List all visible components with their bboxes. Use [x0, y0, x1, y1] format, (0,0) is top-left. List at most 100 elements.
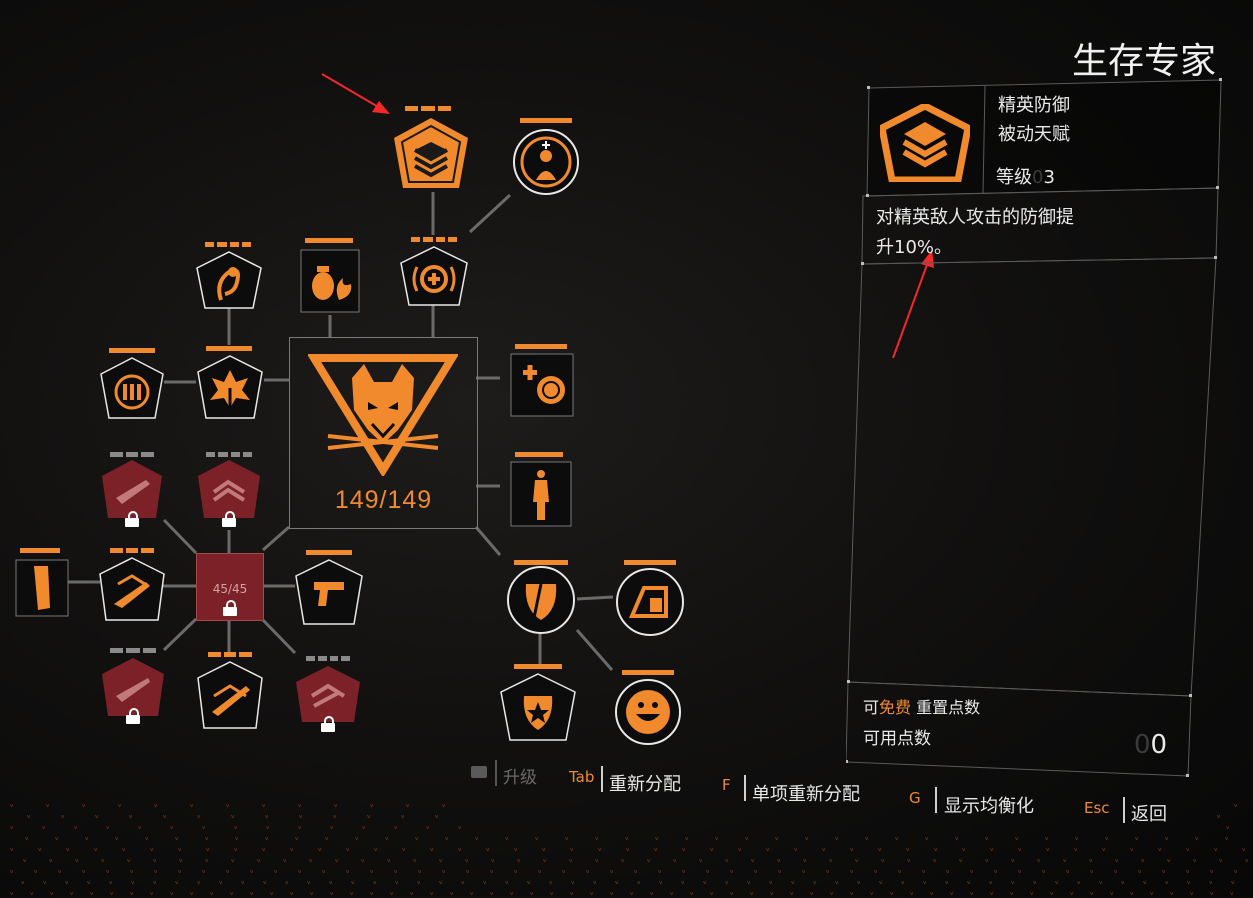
floor-glyph: ᵥ: [910, 888, 914, 898]
talent-heal-emitter[interactable]: [399, 237, 469, 309]
talent-portable-cover[interactable]: [614, 560, 686, 638]
redistribute-action[interactable]: 重新分配: [609, 774, 681, 795]
floor-glyph: ᵥ: [82, 800, 86, 810]
talent-locked-rifle-b[interactable]: [198, 452, 260, 532]
divider: [495, 760, 497, 786]
floor-glyph: ᵥ: [703, 877, 707, 887]
single-redistribute-action[interactable]: 单项重新分配: [752, 784, 860, 805]
floor-glyph: ᵥ: [1158, 844, 1162, 854]
floor-glyph: ᵥ: [55, 833, 59, 843]
talent-agent[interactable]: [509, 452, 573, 528]
floor-glyph: ᵥ: [206, 844, 210, 854]
floor-glyph: ᵥ: [150, 844, 154, 854]
floor-glyph: ᵥ: [586, 866, 590, 876]
floor-glyph: ᵥ: [61, 811, 65, 821]
upgrade-key-icon[interactable]: [471, 766, 487, 778]
floor-glyph: ᵥ: [109, 877, 113, 887]
floor-glyph: ᵥ: [898, 866, 902, 876]
lock-icon: [125, 511, 139, 527]
floor-glyph: ᵥ: [402, 844, 406, 854]
floor-glyph: ᵥ: [1055, 877, 1059, 887]
floor-glyph: ᵥ: [23, 855, 27, 865]
floor-glyph: ᵥ: [190, 888, 194, 898]
floor-glyph: ᵥ: [738, 844, 742, 854]
floor-glyph: ᵥ: [1010, 888, 1014, 898]
floor-glyph: ᵥ: [901, 877, 905, 887]
floor-glyph: ᵥ: [830, 888, 834, 898]
floor-glyph: ᵥ: [490, 866, 494, 876]
rank-pips: [205, 242, 251, 247]
core-points: 149/149: [334, 486, 433, 514]
rank-pips: [206, 452, 252, 457]
floor-glyph: ᵥ: [285, 877, 289, 887]
floor-glyph: ᵥ: [361, 855, 365, 865]
floor-glyph: ᵥ: [538, 866, 542, 876]
floor-glyph: ᵥ: [1018, 844, 1022, 854]
back-action[interactable]: 返回: [1131, 804, 1167, 825]
talent-locked-rifle-a[interactable]: [102, 452, 162, 532]
floor-glyph: ᵥ: [569, 855, 573, 865]
floor-glyph: ᵥ: [1231, 877, 1235, 887]
talent-elite-defense[interactable]: [391, 106, 471, 196]
floor-glyph: ᵥ: [1102, 844, 1106, 854]
talent-star-badge[interactable]: [500, 664, 576, 744]
floor-glyph: ᵥ: [730, 888, 734, 898]
talent-assault-rifle[interactable]: [99, 548, 165, 628]
floor-glyph: ᵥ: [1090, 866, 1094, 876]
floor-glyph: ᵥ: [890, 888, 894, 898]
rank-pips: [110, 548, 155, 553]
talent-pistol[interactable]: [295, 550, 363, 630]
talent-explosion[interactable]: [196, 346, 264, 424]
talent-ammo-pack[interactable]: [99, 348, 165, 424]
floor-glyph: ᵥ: [43, 877, 47, 887]
floor-glyph: ᵥ: [1209, 877, 1213, 887]
floor-glyph: ᵥ: [290, 888, 294, 898]
talent-name: 精英防御: [998, 95, 1070, 116]
floor-glyph: ᵥ: [283, 855, 287, 865]
floor-glyph: ᵥ: [1186, 866, 1190, 876]
cobra-icon: [196, 251, 262, 309]
talent-level: 等级03: [996, 163, 1055, 189]
floor-glyph: ᵥ: [1245, 855, 1249, 865]
talent-shield-shard[interactable]: [504, 560, 578, 636]
floor-glyph: ᵥ: [626, 844, 630, 854]
incendiary-grenade-icon: [300, 249, 360, 313]
talent-locked-smg[interactable]: [296, 656, 360, 736]
floor-glyph: ᵥ: [505, 833, 509, 843]
available-points: 00: [1134, 730, 1167, 760]
floor-glyph: ᵥ: [10, 866, 14, 876]
floor-glyph: ᵥ: [298, 866, 302, 876]
heal-emitter-icon: [400, 246, 468, 306]
talent-medic-circle[interactable]: [510, 118, 582, 198]
talent-incendiary-grenade[interactable]: [299, 238, 361, 316]
floor-glyph: ᵥ: [410, 888, 414, 898]
floor-glyph: ᵥ: [634, 866, 638, 876]
talent-grin[interactable]: [612, 670, 684, 746]
floor-glyph: ᵥ: [346, 844, 350, 854]
floor-glyph: ᵥ: [110, 888, 114, 898]
floor-glyph: ᵥ: [470, 888, 474, 898]
floor-glyph: ᵥ: [250, 866, 254, 876]
floor-glyph: ᵥ: [625, 833, 629, 843]
talent-magazine[interactable]: [14, 548, 70, 618]
talent-sniper[interactable]: [197, 652, 263, 734]
floor-glyph: ᵥ: [715, 833, 719, 843]
weapon-sub-core[interactable]: 45/45: [196, 553, 264, 621]
floor-glyph: ᵥ: [805, 833, 809, 843]
floor-glyph: ᵥ: [510, 888, 514, 898]
floor-glyph: ᵥ: [655, 833, 659, 843]
floor-glyph: ᵥ: [367, 811, 371, 821]
floor-glyph: ᵥ: [1042, 866, 1046, 876]
talent-medkit-grenade[interactable]: [509, 344, 575, 418]
floor-glyph: ᵥ: [1210, 888, 1214, 898]
floor-glyph: ᵥ: [778, 866, 782, 876]
show-balance-action[interactable]: 显示均衡化: [944, 796, 1034, 817]
specialization-core[interactable]: 149/149: [289, 337, 478, 529]
floor-glyph: ᵥ: [595, 855, 599, 865]
upgrade-action[interactable]: 升级: [503, 768, 537, 788]
floor-glyph: ᵥ: [262, 844, 266, 854]
floor-glyph: ᵥ: [813, 877, 817, 887]
tab-key: Tab: [569, 768, 595, 786]
talent-locked-shotgun[interactable]: [102, 648, 164, 728]
talent-cobra[interactable]: [195, 242, 263, 312]
